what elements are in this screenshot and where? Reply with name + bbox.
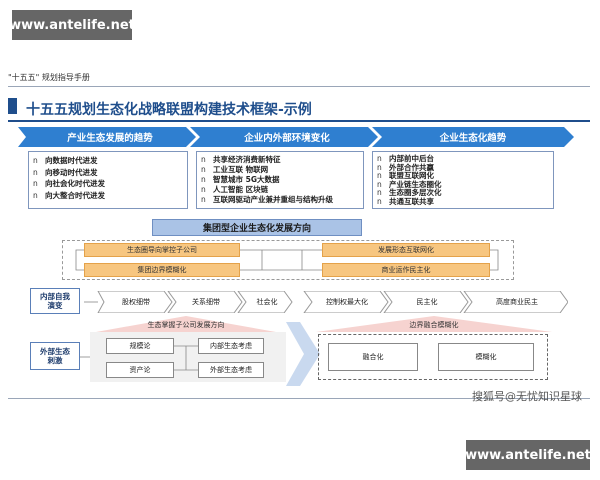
step-shape [237,291,293,313]
internal-evolution-label: 内部自我演变 [30,288,80,314]
pink-band-left [96,316,276,332]
watermark-bottom: www.antelife.net [465,440,591,470]
external-eco-box: 外部生态考虑 [198,362,264,378]
orange-section-frame [62,240,514,280]
step-socialization: 社会化 [256,298,278,306]
orange-box-boundary-blur: 集团边界模糊化 [84,263,240,277]
pink-left-label: 生态掌握子公司发展方向 [147,321,225,329]
internal-eco-box: 内部生态考虑 [198,338,264,354]
document-tag: "十五五" 规划指导手册 [8,73,90,82]
page-title: 十五五规划生态化战略联盟构建技术框架-示例 [26,102,312,118]
step-shape [383,291,469,313]
chevron-1 [18,127,196,147]
fusion-box: 融合化 [328,343,418,371]
header-divider [8,86,590,87]
chevron-3 [372,127,574,147]
title-underline [8,120,590,122]
orange-box-internet-form: 发展形态互联网化 [322,243,490,257]
external-connectors [80,345,198,371]
orange-box-business-democracy: 商业运作民主化 [322,263,490,277]
column-3-header: 企业生态化趋势 [439,133,507,144]
transition-arrow [286,322,320,386]
blur-box: 模糊化 [438,343,534,371]
column-2-header: 企业内外部环境变化 [244,133,330,144]
step-equity-tie: 股权细带 [122,298,150,306]
step-shape [463,291,568,313]
watermark-top: www.antelife.net [9,10,135,40]
column-1-header: 产业生态发展的趋势 [67,133,153,144]
pink-band-right [316,316,552,332]
step-control-max: 控制权最大化 [326,298,368,306]
chevron-header-row [18,127,574,147]
group-direction-box: 集团型企业生态化发展方向 [152,219,362,236]
pink-right-label: 边界融合模糊化 [409,321,459,329]
external-stimulus-label: 外部生态刺激 [30,342,80,370]
title-accent-bar [8,98,17,114]
orange-box-subsidiary-control: 生态圈导向掌控子公司 [84,243,240,257]
step-shape [303,291,389,313]
asset-theory-box: 资产论 [106,362,174,378]
source-caption: 搜狐号@无忧知识星球 [472,390,582,403]
result-frame [318,334,548,380]
bottom-divider [8,398,590,399]
scale-theory-box: 规模论 [106,338,174,354]
step-relation-tie: 关系细带 [192,298,220,306]
chevron-2 [190,127,378,147]
internal-steps [84,291,568,313]
step-shape [167,291,243,313]
step-shape [97,291,173,313]
step-high-democracy: 高度商业民主 [496,298,538,306]
orange-connectors [75,249,499,271]
step-democratization: 民主化 [416,298,438,306]
